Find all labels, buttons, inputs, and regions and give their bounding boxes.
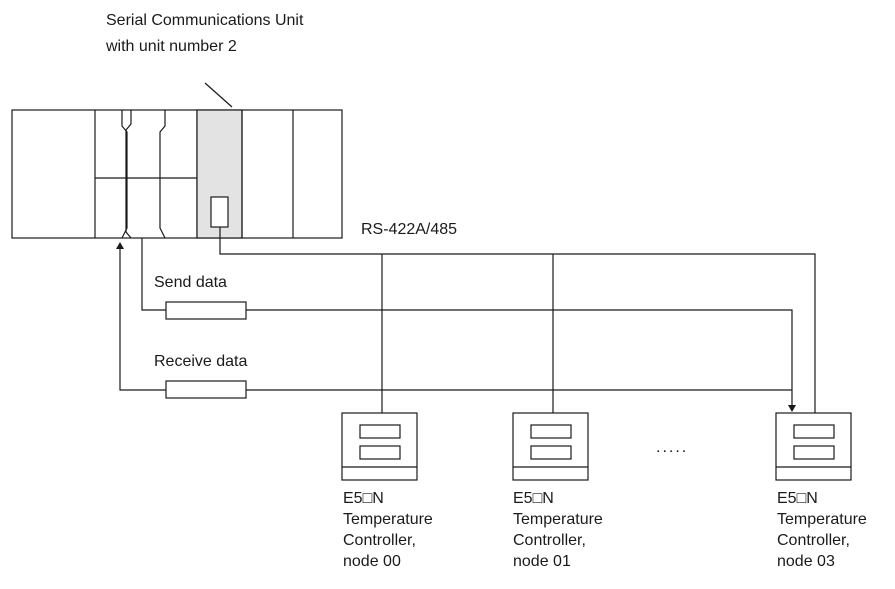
rs485-bus: [219, 227, 816, 413]
controller-kind: Controller,: [777, 532, 850, 549]
unit-port: [210, 196, 229, 228]
controller-node-03: [775, 412, 852, 481]
send-data-label: Send data: [154, 274, 227, 291]
controller-kind: Controller,: [513, 532, 586, 549]
controller-node-01: [512, 412, 589, 481]
callout-leader: [204, 82, 233, 108]
controller-kind: Controller,: [343, 532, 416, 549]
plc-rack: [11, 109, 343, 239]
receive-data-box: [165, 380, 247, 399]
ellipsis: .....: [656, 439, 689, 456]
controller-node: node 03: [777, 553, 835, 570]
controller-model: E5□N: [777, 490, 818, 507]
controller-type: Temperature: [513, 511, 603, 528]
controller-node: node 00: [343, 553, 401, 570]
controller-label-node-03: E5□N Temperature Controller, node 03: [777, 488, 867, 572]
controller-model: E5□N: [343, 490, 384, 507]
send-data-path: [141, 238, 796, 412]
controller-model: E5□N: [513, 490, 554, 507]
bus-label: RS-422A/485: [361, 221, 458, 238]
send-data-box: [165, 301, 247, 320]
controller-label-node-01: E5□N Temperature Controller, node 01: [513, 488, 603, 572]
controller-node-00: [341, 412, 418, 481]
receive-data-path: [116, 242, 792, 399]
receive-data-label: Receive data: [154, 353, 248, 370]
controller-type: Temperature: [777, 511, 867, 528]
callout-line-1: Serial Communications Unit: [106, 12, 304, 29]
controller-label-node-00: E5□N Temperature Controller, node 00: [343, 488, 433, 572]
controller-type: Temperature: [343, 511, 433, 528]
controller-node: node 01: [513, 553, 571, 570]
callout-line-2: with unit number 2: [106, 38, 237, 55]
